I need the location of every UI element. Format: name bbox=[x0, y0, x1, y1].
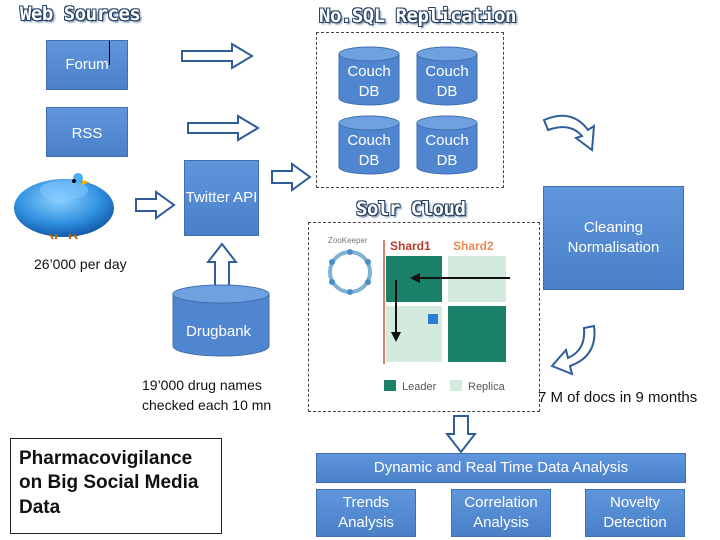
forum-box: Forum bbox=[46, 40, 128, 90]
twitter-api-box: Twitter API bbox=[184, 160, 259, 236]
zookeeper-label: ZooKeeper bbox=[328, 236, 368, 245]
novelty-detection-box: Novelty Detection bbox=[585, 489, 685, 537]
leader-legend-label: Leader bbox=[402, 381, 437, 393]
replica-legend-label: Replica bbox=[468, 381, 506, 393]
couchdb-1-label: Couch DB bbox=[347, 63, 391, 101]
nosql-replication-region bbox=[316, 32, 504, 188]
shard1-label: Shard1 bbox=[390, 239, 431, 253]
curved-arrow-nosql-to-cleaning-icon bbox=[542, 114, 596, 152]
solr-cloud-region bbox=[308, 222, 540, 412]
arrow-solr-to-analysis-icon bbox=[445, 415, 477, 454]
text-cursor-mark bbox=[109, 41, 110, 65]
couchdb-1: Couch DB bbox=[338, 46, 400, 106]
correlation-analysis-box: Correlation Analysis bbox=[451, 489, 551, 537]
couchdb-4-label: Couch DB bbox=[425, 132, 469, 170]
cleaning-label: Cleaning Normalisation bbox=[567, 218, 660, 256]
curved-arrow-cleaning-to-solr-icon bbox=[550, 324, 596, 376]
arrow-twitter-to-nosql-icon bbox=[271, 162, 312, 192]
arrow-drugbank-to-twitter-icon bbox=[206, 242, 238, 287]
couchdb-3: Couch DB bbox=[338, 115, 400, 175]
data-analysis-bar: Dynamic and Real Time Data Analysis bbox=[316, 453, 686, 483]
twitter-api-label: Twitter API bbox=[185, 188, 258, 206]
docs-count-text: 7 M of docs in 9 months bbox=[538, 389, 698, 406]
project-title: Pharmacovigilance on Big Social Media Da… bbox=[19, 448, 199, 518]
trends-analysis-box: Trends Analysis bbox=[316, 489, 416, 537]
rss-box: RSS bbox=[46, 107, 128, 157]
couchdb-3-label: Couch DB bbox=[347, 132, 391, 170]
forum-label: Forum bbox=[65, 55, 109, 73]
arrow-bird-to-twitter-icon bbox=[135, 190, 176, 220]
novelty-detection-label: Novelty Detection bbox=[603, 493, 667, 531]
solr-shards-illustration: ZooKeeper Shard1 Shard2 Leader Replica bbox=[328, 236, 510, 393]
project-title-box: Pharmacovigilance on Big Social Media Da… bbox=[10, 438, 222, 534]
per-day-text: 26’000 per day bbox=[34, 256, 127, 272]
drugbank-note: 19’000 drug names checked each 10 mn bbox=[142, 376, 271, 415]
couchdb-2-label: Couch DB bbox=[425, 63, 469, 101]
solr-cloud-heading: Solr Cloud bbox=[356, 198, 466, 220]
trends-analysis-label: Trends Analysis bbox=[338, 493, 394, 531]
rss-label: RSS bbox=[71, 125, 103, 142]
web-sources-heading: Web Sources bbox=[20, 3, 141, 25]
drugbank-cylinder bbox=[172, 284, 270, 357]
twitter-bird-icon bbox=[14, 173, 114, 240]
couchdb-4: Couch DB bbox=[416, 115, 478, 175]
couchdb-2: Couch DB bbox=[416, 46, 478, 106]
drugbank-note-line2: checked each 10 mn bbox=[142, 396, 272, 413]
correlation-analysis-label: Correlation Analysis bbox=[464, 493, 538, 531]
drugbank-note-line1: 19’000 drug names bbox=[142, 377, 262, 393]
cleaning-normalisation-box: Cleaning Normalisation bbox=[543, 186, 684, 290]
arrow-forum-to-nosql-icon bbox=[181, 42, 254, 70]
data-analysis-title: Dynamic and Real Time Data Analysis bbox=[373, 458, 629, 476]
drugbank-label: Drugbank bbox=[186, 323, 252, 340]
nosql-replication-heading: No.SQL Replication bbox=[319, 5, 516, 27]
arrow-rss-to-nosql-icon bbox=[187, 114, 260, 142]
shard2-label: Shard2 bbox=[453, 239, 494, 253]
